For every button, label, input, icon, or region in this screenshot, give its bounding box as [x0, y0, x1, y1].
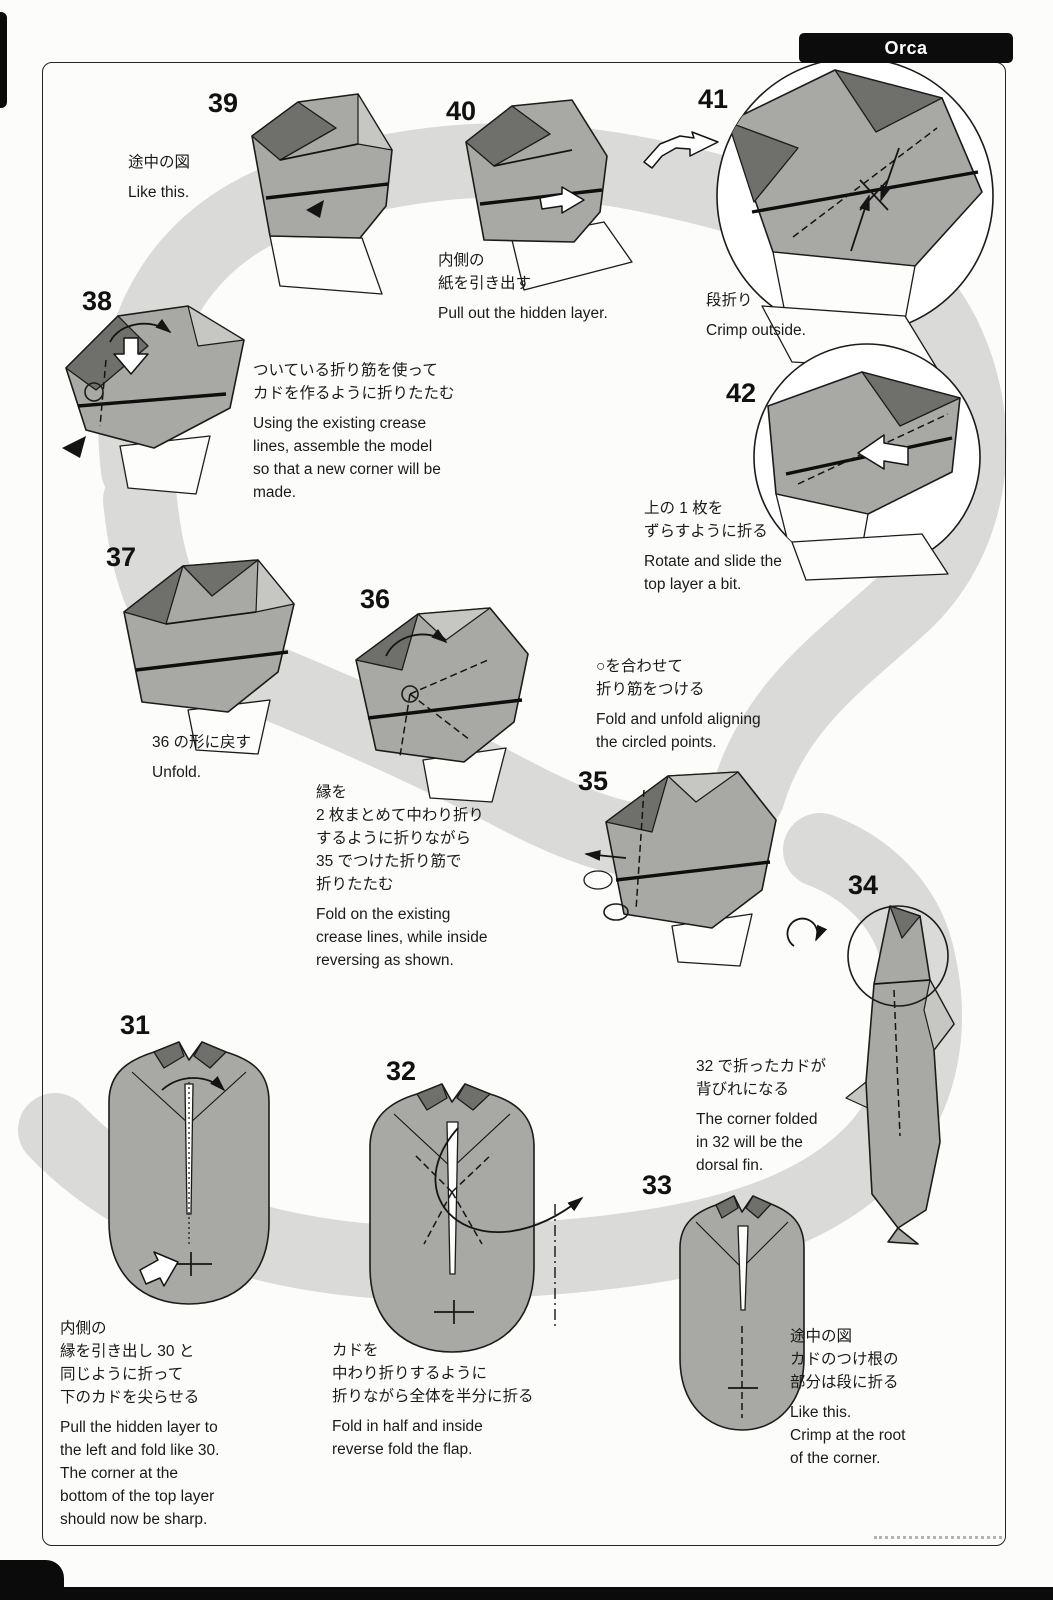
step-34-number: 34 — [848, 870, 879, 900]
pull-arrow-icon — [539, 186, 585, 214]
step-40-caption: 内側の 紙を引き出す Pull out the hidden layer. — [438, 250, 608, 326]
rotate-arrow-icon — [786, 917, 828, 947]
step-39-caption-en: Like this. — [128, 183, 190, 201]
step-36-number: 36 — [360, 584, 391, 614]
step-35-caption: ○を合わせて 折り筋をつける Fold and unfold aligning … — [596, 656, 761, 755]
step-32-number: 32 — [386, 1056, 417, 1086]
target-point-icon — [401, 685, 419, 703]
step-33-diagram — [679, 1195, 805, 1431]
step-39-caption: 途中の図 Like this. — [128, 152, 190, 205]
step-41-caption-jp: 段折り — [706, 292, 753, 309]
step-32-caption-jp: カドを 中わり折りするように 折りながら全体を半分に折る — [332, 1342, 534, 1405]
fold-arrowhead-icon — [62, 436, 86, 458]
step-32-caption-en: Fold in half and inside reverse fold the… — [332, 1417, 483, 1458]
step-31-diagram — [108, 1041, 270, 1305]
step-42-number: 42 — [726, 378, 757, 408]
step-36-diagram — [355, 607, 529, 803]
step-34-caption-jp: 32 で折ったカドが 背びれになる — [696, 1058, 827, 1098]
pull-arrow-icon — [139, 1251, 179, 1287]
step-37-caption: 36 の形に戻す Unfold. — [152, 732, 251, 785]
step-42-caption-jp: 上の 1 枚を ずらすように折る — [644, 500, 768, 540]
step-33-caption: 途中の図 カドのつけ根の 部分は段に折る Like this. Crimp at… — [790, 1326, 905, 1471]
step-42-caption: 上の 1 枚を ずらすように折る Rotate and slide the to… — [644, 498, 782, 597]
step-32-diagram — [369, 1083, 584, 1353]
step-37-diagram — [123, 559, 295, 755]
step-39-number: 39 — [208, 88, 239, 118]
step-31-number: 31 — [120, 1010, 151, 1040]
push-arrow-icon — [113, 337, 149, 375]
step-35-caption-jp: ○を合わせて 折り筋をつける — [596, 658, 705, 698]
step-40-caption-jp: 内側の 紙を引き出す — [438, 252, 532, 292]
rotate-mark-icon — [84, 382, 104, 402]
fold-arrowhead-icon — [306, 200, 324, 218]
step-33-number: 33 — [642, 1170, 673, 1200]
slide-arrow-icon — [857, 434, 909, 470]
step-40-caption-en: Pull out the hidden layer. — [438, 304, 608, 322]
step-36-caption-en: Fold on the existing crease lines, while… — [316, 905, 488, 969]
step-32-caption: カドを 中わり折りするように 折りながら全体を半分に折る Fold in hal… — [332, 1340, 534, 1462]
page-border — [42, 62, 1006, 1546]
page-tab: Orca — [799, 33, 1013, 63]
step-38-diagram — [62, 305, 245, 495]
step-31-caption-en: Pull the hidden layer to the left and fo… — [60, 1418, 220, 1528]
scan-artifact-bottom-left — [0, 1560, 64, 1600]
circle-mark-icon — [583, 870, 613, 890]
step-42-diagram — [753, 343, 981, 581]
step-39-caption-jp: 途中の図 — [128, 154, 191, 171]
step-41-number: 41 — [698, 84, 729, 114]
step-arrow-40-41 — [643, 131, 719, 169]
step-33-caption-jp: 途中の図 カドのつけ根の 部分は段に折る — [790, 1328, 899, 1391]
page-tab-label: Orca — [884, 38, 928, 58]
scan-dotted-line — [874, 1536, 1002, 1539]
step-38-caption-jp: ついている折り筋を使って カドを作るように折りたたむ — [253, 362, 455, 402]
step-37-caption-en: Unfold. — [152, 763, 202, 781]
step-38-caption-en: Using the existing crease lines, assembl… — [253, 414, 441, 501]
step-35-diagram — [583, 771, 777, 967]
step-38-number: 38 — [82, 286, 113, 316]
step-34-caption: 32 で折ったカドが 背びれになる The corner folded in 3… — [696, 1056, 826, 1178]
step-37-caption-jp: 36 の形に戻す — [152, 734, 252, 751]
step-42-caption-en: Rotate and slide the top layer a bit. — [644, 552, 782, 593]
step-31-caption: 内側の 縁を引き出し 30 と 同じように折って 下のカドを尖らせる Pull … — [60, 1318, 219, 1531]
step-38-caption: ついている折り筋を使って カドを作るように折りたたむ Using the exi… — [253, 360, 455, 505]
step-35-caption-en: Fold and unfold aligning the circled poi… — [596, 710, 761, 751]
step-34-diagram — [845, 905, 955, 1245]
step-33-caption-en: Like this. Crimp at the root of the corn… — [790, 1403, 906, 1467]
step-35-number: 35 — [578, 766, 609, 796]
step-40-number: 40 — [446, 96, 477, 126]
circle-mark-icon — [603, 903, 629, 921]
step-40-diagram — [465, 99, 633, 291]
step-36-caption: 縁を 2 枚まとめて中わり折り するように折りながら 35 でつけた折り筋で 折… — [316, 782, 487, 973]
step-36-caption-jp: 縁を 2 枚まとめて中わり折り するように折りながら 35 でつけた折り筋で 折… — [316, 784, 484, 893]
scan-artifact-bottom — [0, 1587, 1053, 1600]
zoom-region-circle — [847, 905, 949, 1007]
step-31-caption-jp: 内側の 縁を引き出し 30 と 同じように折って 下のカドを尖らせる — [60, 1320, 200, 1406]
step-39-diagram — [251, 93, 393, 295]
step-41-caption: 段折り Crimp outside. — [706, 290, 806, 343]
step-41-caption-en: Crimp outside. — [706, 321, 806, 339]
step-37-number: 37 — [106, 542, 137, 572]
scan-artifact-left — [0, 12, 7, 108]
step-34-caption-en: The corner folded in 32 will be the dors… — [696, 1110, 818, 1174]
